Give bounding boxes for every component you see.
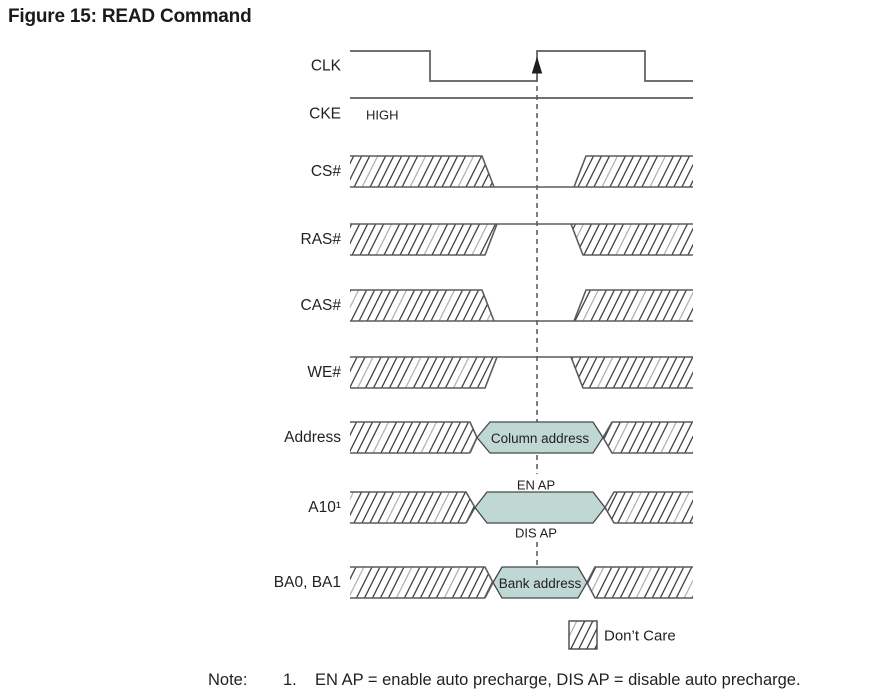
ras-row: RAS# bbox=[301, 223, 693, 256]
ras-dont-care-left bbox=[350, 224, 497, 255]
signal-label-clk: CLK bbox=[311, 58, 342, 75]
column-address-label: Column address bbox=[491, 431, 590, 446]
a10-dont-care-left bbox=[350, 492, 475, 523]
cs-dont-care-right bbox=[574, 156, 693, 187]
note-number: 1. bbox=[283, 671, 297, 689]
we-row: WE# bbox=[307, 356, 693, 389]
cs-signal-lines bbox=[350, 155, 693, 188]
cke-high-value: HIGH bbox=[366, 108, 399, 123]
cas-dont-care-right bbox=[574, 290, 693, 321]
clk-row: CLK bbox=[311, 50, 693, 82]
cke-row: CKE HIGH bbox=[309, 97, 693, 123]
dont-care-label: Don’t Care bbox=[604, 628, 676, 645]
column-address-bubble bbox=[476, 421, 604, 454]
address-dont-care-right bbox=[603, 422, 693, 453]
address-left-border bbox=[350, 421, 478, 454]
signal-label-ba: BA0, BA1 bbox=[274, 574, 341, 591]
cas-signal-lines bbox=[350, 289, 693, 322]
cs-row: CS# bbox=[311, 155, 693, 188]
a10-dont-care-right bbox=[605, 492, 693, 523]
address-right-border bbox=[602, 421, 693, 454]
bank-address-bubble bbox=[492, 566, 588, 599]
a10-right-border bbox=[604, 491, 693, 524]
ba-left-border bbox=[350, 566, 494, 599]
dont-care-swatch-icon bbox=[568, 620, 598, 650]
address-row: Column address Address bbox=[284, 421, 693, 454]
signal-label-a10: A10¹ bbox=[308, 499, 341, 516]
clock-edge-arrow-icon bbox=[531, 56, 543, 74]
clk-waveform bbox=[350, 50, 693, 82]
en-ap-annotation: EN AP bbox=[517, 478, 555, 493]
a10-row: EN AP DIS AP A10¹ bbox=[308, 478, 693, 541]
signal-label-cas: CAS# bbox=[301, 297, 342, 314]
ras-signal-lines bbox=[350, 223, 693, 256]
signal-label-address: Address bbox=[284, 429, 341, 446]
cas-dont-care-left bbox=[350, 290, 494, 321]
figure-title: Figure 15: READ Command bbox=[8, 6, 252, 27]
ba-row: Bank address BA0, BA1 bbox=[274, 566, 693, 599]
we-signal-lines bbox=[350, 356, 693, 389]
we-dont-care-right bbox=[571, 357, 693, 388]
bank-address-label: Bank address bbox=[499, 576, 582, 591]
a10-left-border bbox=[350, 491, 476, 524]
signal-label-cke: CKE bbox=[309, 106, 341, 123]
we-dont-care-left bbox=[350, 357, 497, 388]
address-dont-care-left bbox=[350, 422, 477, 453]
signal-label-cs: CS# bbox=[311, 163, 342, 180]
a10-ap-bubble bbox=[474, 491, 606, 524]
dis-ap-annotation: DIS AP bbox=[515, 526, 557, 541]
ba-dont-care-left bbox=[350, 567, 493, 598]
ras-dont-care-right bbox=[571, 224, 693, 255]
ba-dont-care-right bbox=[587, 567, 693, 598]
ba-right-border bbox=[586, 566, 693, 599]
cs-dont-care-left bbox=[350, 156, 494, 187]
signal-label-ras: RAS# bbox=[301, 231, 342, 248]
signal-label-we: WE# bbox=[307, 364, 341, 381]
legend: Don’t Care bbox=[568, 620, 676, 650]
note-label: Note: bbox=[208, 671, 248, 689]
note-text: EN AP = enable auto precharge, DIS AP = … bbox=[315, 671, 801, 689]
cas-row: CAS# bbox=[301, 289, 693, 322]
